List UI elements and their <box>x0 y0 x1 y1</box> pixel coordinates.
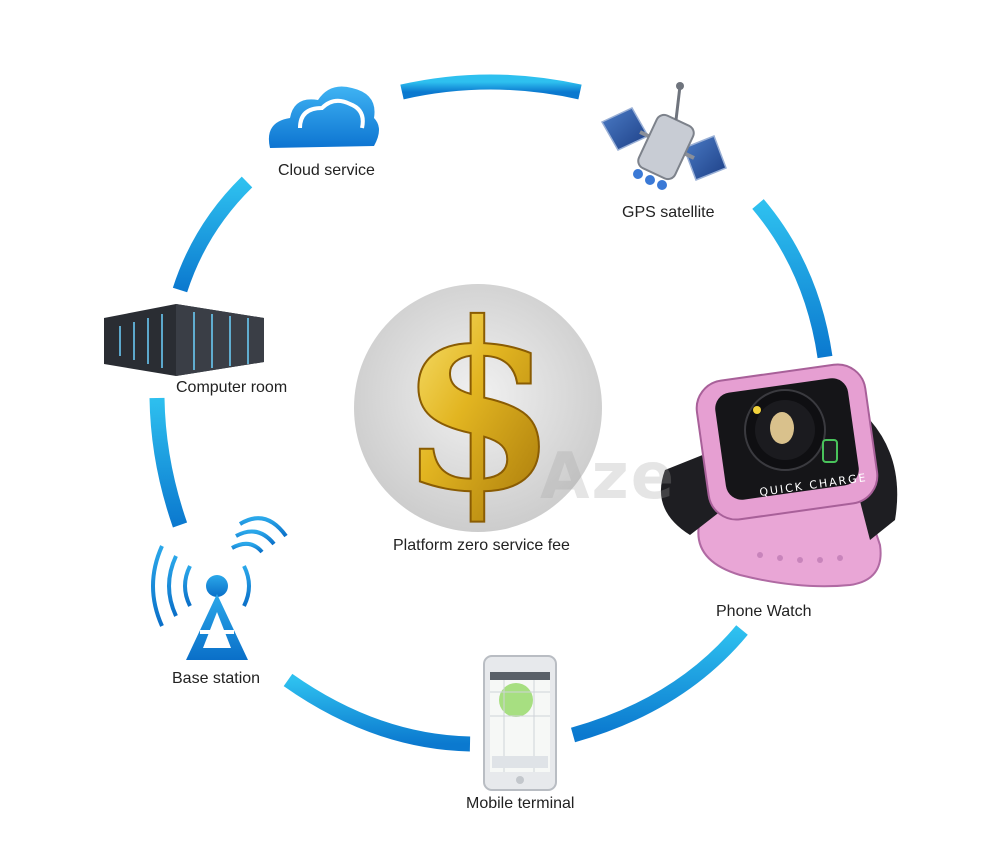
ring-arc-bottom-left <box>288 680 470 744</box>
smartwatch-icon: QUICK CHARGE <box>661 361 897 586</box>
center-label: Platform zero service fee <box>393 537 570 555</box>
mobile-terminal-label: Mobile terminal <box>466 795 574 813</box>
smartphone-icon <box>484 656 556 790</box>
base-station-label: Base station <box>172 670 260 688</box>
computer-room-label: Computer room <box>176 379 287 397</box>
satellite-icon <box>602 82 726 190</box>
cloud-service-label: Cloud service <box>278 162 375 180</box>
gps-satellite-label: GPS satellite <box>622 204 714 222</box>
signal-tower-icon <box>153 518 286 660</box>
ring-arc-top-right <box>758 204 825 357</box>
cloud-icon <box>269 87 379 149</box>
dollar-icon: $ <box>398 273 558 543</box>
ring-arc-top-left <box>180 182 247 290</box>
ring-arc-top <box>402 82 580 92</box>
phone-watch-label: Phone Watch <box>716 603 811 621</box>
server-rack-icon <box>104 304 264 376</box>
watermark-text: Aze <box>540 440 676 514</box>
ring-arc-bottom-right <box>573 630 742 735</box>
ring-arc-left <box>157 398 180 525</box>
